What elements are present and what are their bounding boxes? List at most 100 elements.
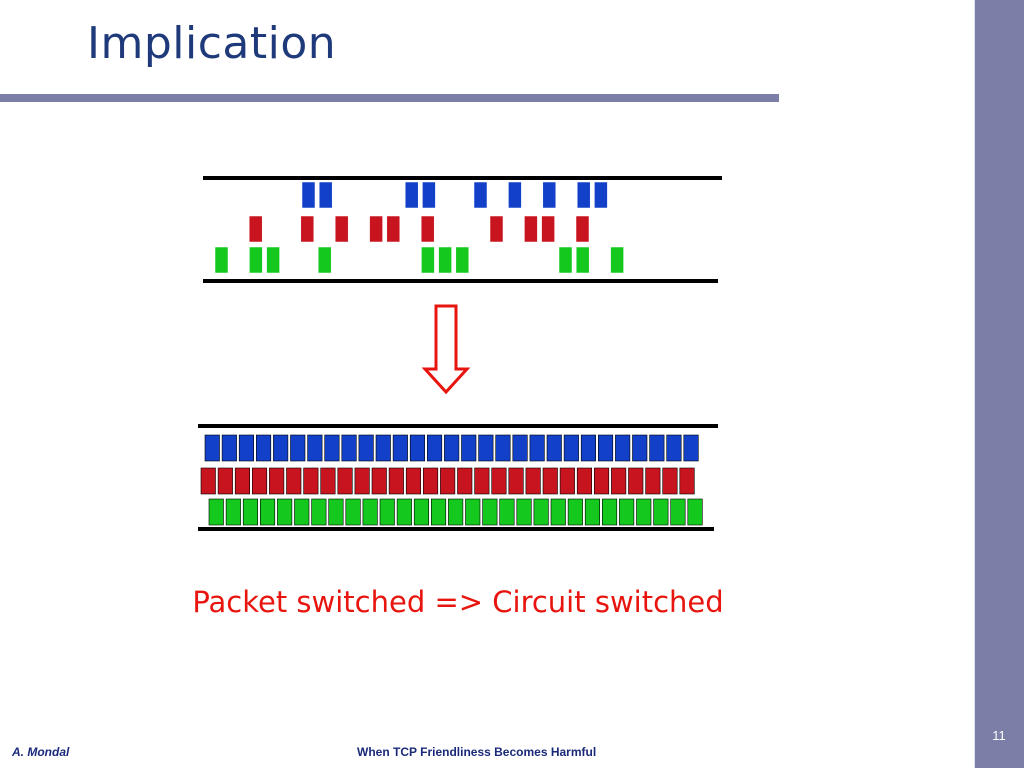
circuit-blue-flow [409, 434, 426, 462]
circuit-green-flow [259, 498, 276, 526]
down-arrow-icon [421, 304, 471, 395]
packet-blue-flow [542, 181, 557, 209]
footer-presentation-title: When TCP Friendliness Becomes Harmful [357, 745, 597, 759]
circuit-blue-flow [683, 434, 699, 462]
circuit-green-flow [208, 498, 224, 526]
circuit-blue-flow [307, 434, 323, 462]
packet-blue-flow [404, 181, 419, 209]
packet-green-flow [455, 246, 470, 274]
packet-red-flow [575, 215, 590, 243]
circuit-red-flow [525, 467, 541, 495]
circuit-red-flow [320, 467, 336, 495]
circuit-blue-flow [375, 434, 391, 462]
circuit-blue-flow [324, 434, 340, 462]
circuit-green-flow [396, 498, 412, 526]
circuit-red-flow [474, 467, 490, 495]
circuit-green-flow [516, 498, 532, 526]
packet-green-flow [610, 246, 624, 274]
diagram-caption: Packet switched => Circuit switched [192, 585, 724, 619]
packet-red-flow [369, 215, 383, 243]
title-underline-bar [0, 94, 779, 102]
circuit-blue-flow [461, 434, 477, 462]
packet-green-flow [438, 246, 452, 274]
circuit-red-flow [303, 467, 319, 495]
circuit-green-flow [430, 498, 447, 526]
circuit-red-flow [337, 467, 353, 495]
circuit-blue-flow [273, 434, 289, 462]
circuit-red-flow [508, 467, 524, 495]
circuit-green-flow [277, 498, 293, 526]
circuit-green-flow [328, 498, 344, 526]
packet-red-flow [541, 215, 555, 243]
circuit-red-flow [662, 467, 678, 495]
circuit-blue-flow [221, 434, 237, 462]
circuit-red-flow [217, 467, 233, 495]
circuit-blue-flow [580, 434, 597, 462]
circuit-green-flow [379, 498, 395, 526]
packet-blue-flow [508, 181, 522, 209]
circuit-blue-flow [563, 434, 579, 462]
circuit-green-flow [550, 498, 566, 526]
packet-red-flow [524, 215, 538, 243]
circuit-blue-flow [529, 434, 545, 462]
circuit-red-flow [286, 467, 302, 495]
circuit-red-flow [440, 467, 456, 495]
circuit-green-flow [448, 498, 464, 526]
circuit-green-flow [225, 498, 241, 526]
circuit-red-flow [645, 467, 661, 495]
circuit-green-flow [584, 498, 601, 526]
circuit-green-flow [567, 498, 583, 526]
circuit-blue-flow [290, 434, 306, 462]
packet-red-flow [489, 215, 504, 243]
side-accent-bar [974, 0, 1024, 768]
circuit-green-flow [413, 498, 430, 526]
circuit-blue-flow [632, 434, 648, 462]
circuit-red-flow [628, 467, 644, 495]
circuit-blue-flow [597, 434, 614, 462]
packet-to-circuit-diagram [198, 176, 722, 531]
footer-author: A. Mondal [12, 745, 70, 759]
circuit-blue-flow [238, 434, 254, 462]
packet-blue-flow [422, 181, 436, 209]
circuit-green-flow [687, 498, 703, 526]
circuit-green-flow [294, 498, 310, 526]
circuit-green-flow [465, 498, 481, 526]
circuit-red-flow [593, 467, 610, 495]
circuit-green-flow [636, 498, 652, 526]
circuit-red-flow [405, 467, 422, 495]
packet-red-flow [386, 215, 401, 243]
circuit-red-flow [679, 467, 695, 495]
circuit-green-flow [311, 498, 327, 526]
circuit-blue-flow [649, 434, 665, 462]
packet-green-flow [266, 246, 280, 274]
packet-green-flow [575, 246, 590, 274]
circuit-blue-flow [546, 434, 562, 462]
packet-red-flow [300, 215, 315, 243]
circuit-blue-flow [392, 434, 408, 462]
slide-title: Implication [87, 18, 337, 69]
circuit-red-flow [422, 467, 439, 495]
packet-blue-flow [301, 181, 316, 209]
circuit-red-flow [491, 467, 507, 495]
circuit-green-flow [482, 498, 498, 526]
circuit-blue-flow [512, 434, 528, 462]
circuit-red-flow [611, 467, 627, 495]
packet-green-flow [317, 246, 332, 274]
packet-red-flow [248, 215, 263, 243]
packet-green-flow [249, 246, 263, 274]
circuit-red-flow [354, 467, 370, 495]
packet-blue-flow [594, 181, 608, 209]
packet-red-flow [420, 215, 435, 243]
circuit-red-flow [388, 467, 404, 495]
circuit-green-flow [533, 498, 549, 526]
circuit-red-flow [371, 467, 387, 495]
circuit-blue-flow [444, 434, 460, 462]
circuit-blue-flow [495, 434, 511, 462]
circuit-red-flow [252, 467, 268, 495]
circuit-red-flow [269, 467, 285, 495]
circuit-green-flow [242, 498, 258, 526]
circuit-green-flow [499, 498, 515, 526]
page-number: 11 [992, 728, 1006, 743]
circuit-blue-flow [426, 434, 443, 462]
circuit-red-flow [234, 467, 250, 495]
